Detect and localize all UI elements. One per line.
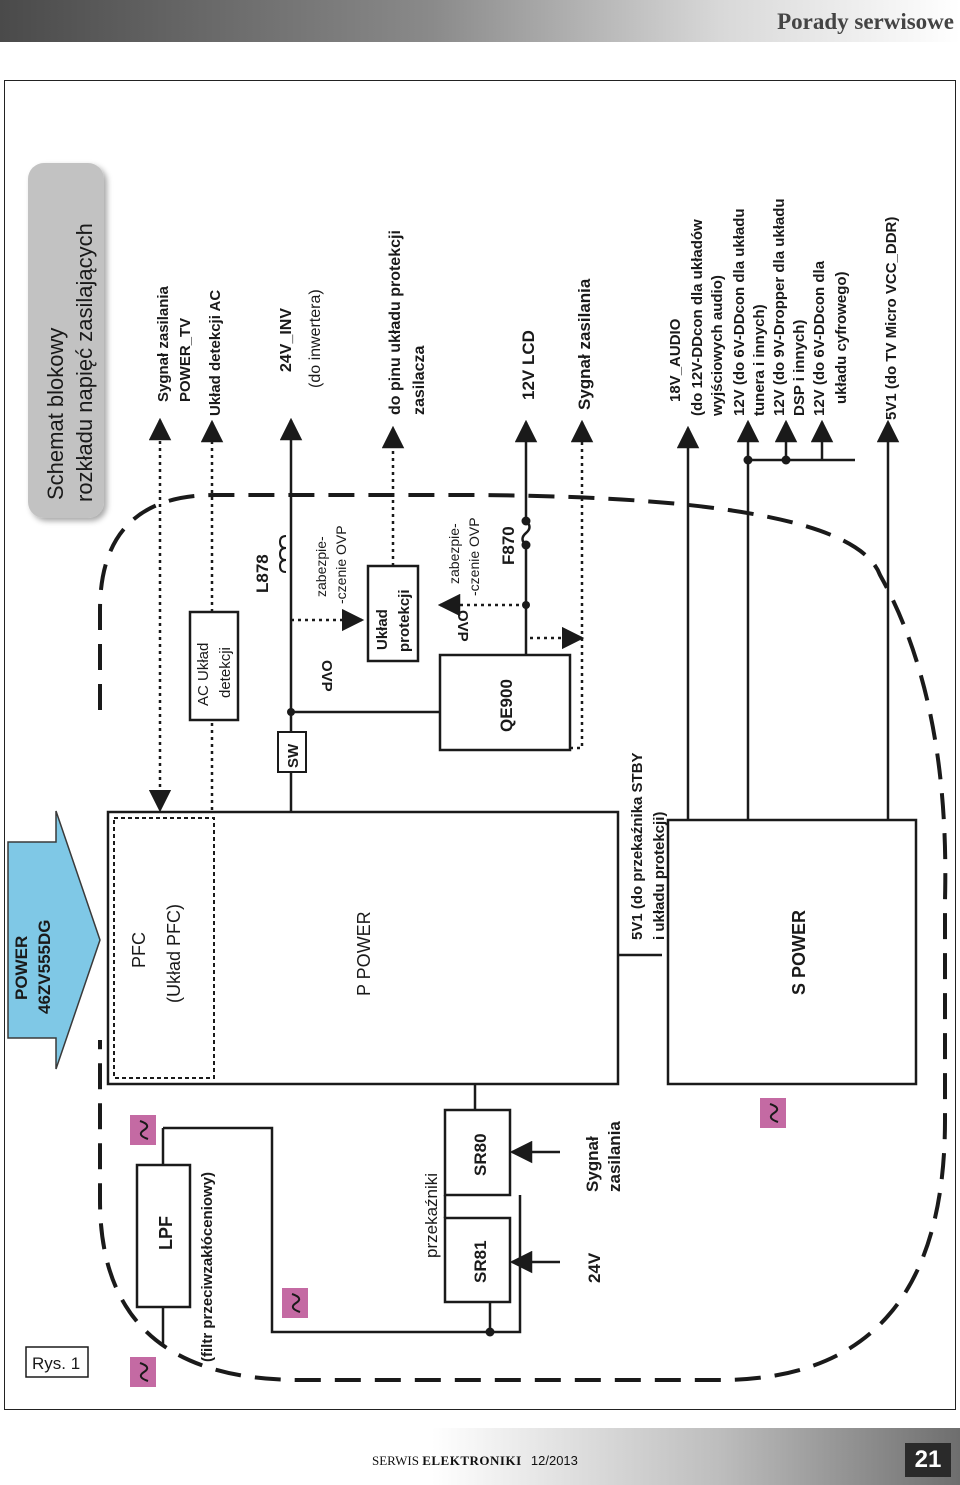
out-tuner-line2: tunera i innych) [751, 304, 768, 416]
out-tuner-line1: 12V (do 6V-DDcon dla układu [731, 208, 748, 416]
out-power-tv-line1: Sygnał zasilania [155, 285, 172, 402]
pfc-note: (Układ PFC) [164, 904, 184, 1003]
footer-magazine-b: ELEKTRONIKI [422, 1453, 522, 1468]
label-24v: 24V [585, 1252, 604, 1283]
l878-label: L878 [253, 554, 272, 593]
relay-sr80 [443, 1108, 512, 1197]
stby-label-line1: 5V1 (do przekaźnika STBY [629, 752, 646, 940]
board-arrow: POWER 46ZV555DG [7, 810, 101, 1070]
out-audio-line2: (do 12V-DDcon dla układów [689, 219, 706, 416]
wire-12v-bus [746, 458, 855, 820]
protection-line2: protekcji [396, 589, 413, 652]
protection-block [366, 564, 420, 663]
pfc-label: PFC [129, 932, 149, 968]
ac-detect-line2: detekcji [217, 647, 234, 698]
relay-sr80-label: SR80 [471, 1133, 490, 1176]
relay-sr81-label: SR81 [471, 1240, 490, 1283]
qe900-label: QE900 [497, 679, 516, 732]
top-header-bar [0, 0, 960, 42]
footer-magazine: SERWIS ELEKTRONIKI 12/2013 [372, 1453, 578, 1469]
ac-badge-lpf-out [130, 1115, 156, 1145]
sw-label: SW [285, 743, 302, 768]
footer-bar [0, 1428, 960, 1485]
figure-label: Rys. 1 [32, 1354, 80, 1373]
ac-detect-line1: AC Układ [195, 643, 212, 706]
protection-line1: Układ [374, 609, 391, 650]
out-dig-line2: układu cyfrowego) [833, 271, 850, 404]
out-dsp-line2: DSP i innych) [791, 320, 808, 416]
stby-label-line2: i układu protekcji) [651, 812, 668, 940]
wire-lpf-to-relays [163, 1126, 490, 1334]
diagram-frame [4, 80, 956, 1410]
out-power-tv-line2: POWER_TV [177, 318, 194, 402]
ovp2-note-line1: zabezpie- [446, 523, 462, 584]
inductor-l878 [278, 535, 287, 573]
footer-magazine-a: SERWIS [372, 1453, 419, 1468]
board-label-power: POWER [12, 936, 31, 1000]
p-power-label: P POWER [354, 911, 374, 996]
relays-label: przekaźniki [422, 1173, 441, 1258]
p-power-block [106, 810, 620, 1086]
out-audio-line1: 18V_AUDIO [667, 318, 684, 402]
ovp1-note-line2: -czenie OVP [333, 525, 349, 604]
fuse-f870 [521, 520, 531, 546]
pfc-block [113, 817, 215, 1079]
qe900-block [438, 653, 572, 752]
diagram-title-line1: Schemat blokowy [43, 328, 68, 500]
out-prot-line1: do pinu układu protekcji [387, 230, 404, 415]
out-inv-line1: 24V_INV [278, 308, 295, 372]
out-inv-line2: (do inwertera) [307, 289, 324, 388]
label-sig-line1: Sygnał [583, 1136, 602, 1192]
board-label-model: 46ZV555DG [35, 920, 54, 1015]
lpf-label: LPF [156, 1216, 176, 1250]
ac-badge-spower [760, 1098, 786, 1128]
section-title: Porady serwisowe [777, 9, 954, 34]
ovp2-label: OVP [454, 610, 471, 642]
ovp2-note-line2: -czenie OVP [466, 517, 482, 596]
signal-power-line [570, 419, 594, 750]
out-lcd: 12V LCD [519, 330, 538, 400]
figure-label-box [25, 1346, 89, 1378]
out-vcc: 5V1 (do TV Micro VCC_DDR) [883, 217, 900, 420]
footer-issue: 12/2013 [530, 1453, 578, 1468]
s-power-label: S POWER [789, 910, 809, 995]
lpf-note: (filtr przeciwzakłóceniowy) [199, 1172, 216, 1362]
ac-detect-block [188, 610, 240, 722]
module-outline [98, 493, 948, 1382]
ac-badge-relay [282, 1288, 308, 1318]
title-box [28, 163, 104, 518]
out-ac-detect: Układ detekcji AC [207, 290, 224, 416]
ovp1-label: OVP [318, 660, 335, 692]
out-dsp-line1: 12V (do 9V-Dropper dla układu [771, 198, 788, 416]
s-power-block [666, 818, 918, 1086]
ac-badge-mains [130, 1357, 156, 1387]
page-number: 21 [905, 1443, 951, 1477]
out-dig-line1: 12V (do 6V-DDcon dla [811, 260, 828, 416]
label-sig-line2: zasilania [605, 1121, 624, 1192]
f870-label: F870 [499, 526, 518, 565]
out-sig: Sygnał zasilania [575, 278, 594, 410]
out-prot-line2: zasilacza [411, 346, 428, 415]
out-audio-line3: wyjściowych audio) [709, 275, 726, 417]
wire-sr80 [490, 1195, 522, 1334]
diagram-title-line2: rozkładu napięć zasilających [72, 223, 97, 502]
ovp1-note-line1: zabezpie- [313, 536, 329, 597]
